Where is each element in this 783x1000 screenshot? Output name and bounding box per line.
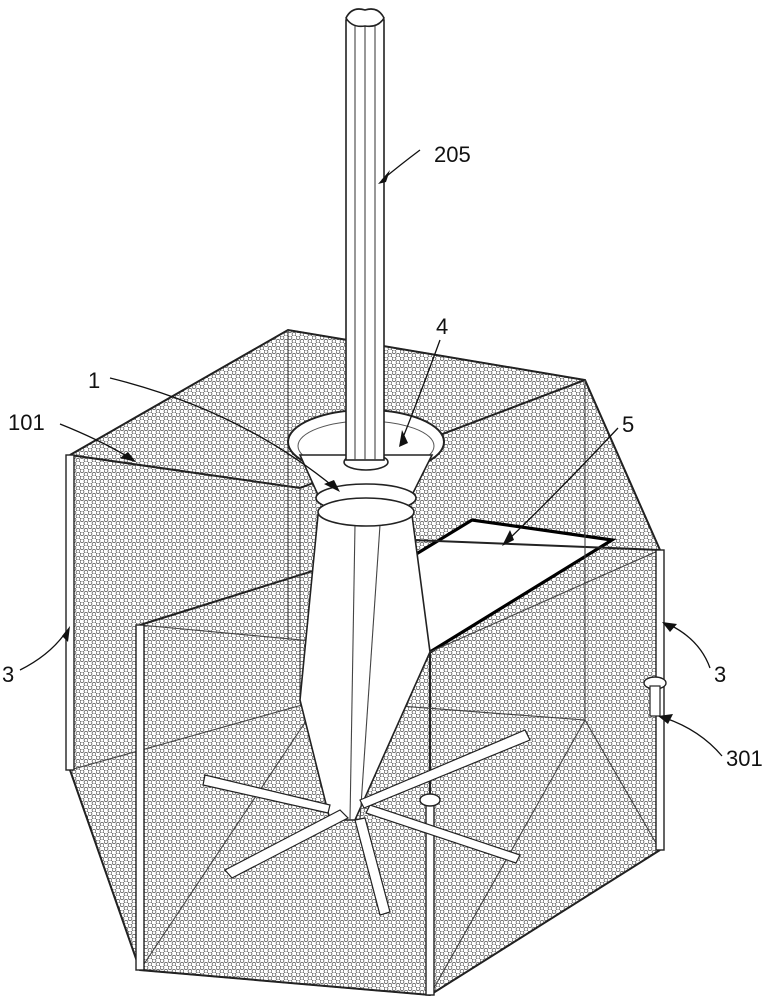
front-post <box>135 624 145 971</box>
reference-numerals: 205 4 1 101 5 3 3 301 <box>2 142 763 771</box>
label-3-left: 3 <box>2 662 14 687</box>
leader-lines <box>19 149 723 757</box>
bottom-spokes <box>202 729 531 916</box>
label-5: 5 <box>622 412 634 437</box>
label-205: 205 <box>434 142 471 167</box>
label-101: 101 <box>8 410 45 435</box>
vertical-rod <box>345 8 385 461</box>
left-post <box>65 454 75 771</box>
floats <box>419 676 667 807</box>
label-3-right: 3 <box>714 662 726 687</box>
label-301: 301 <box>726 746 763 771</box>
label-1: 1 <box>88 368 100 393</box>
label-4: 4 <box>436 314 448 339</box>
